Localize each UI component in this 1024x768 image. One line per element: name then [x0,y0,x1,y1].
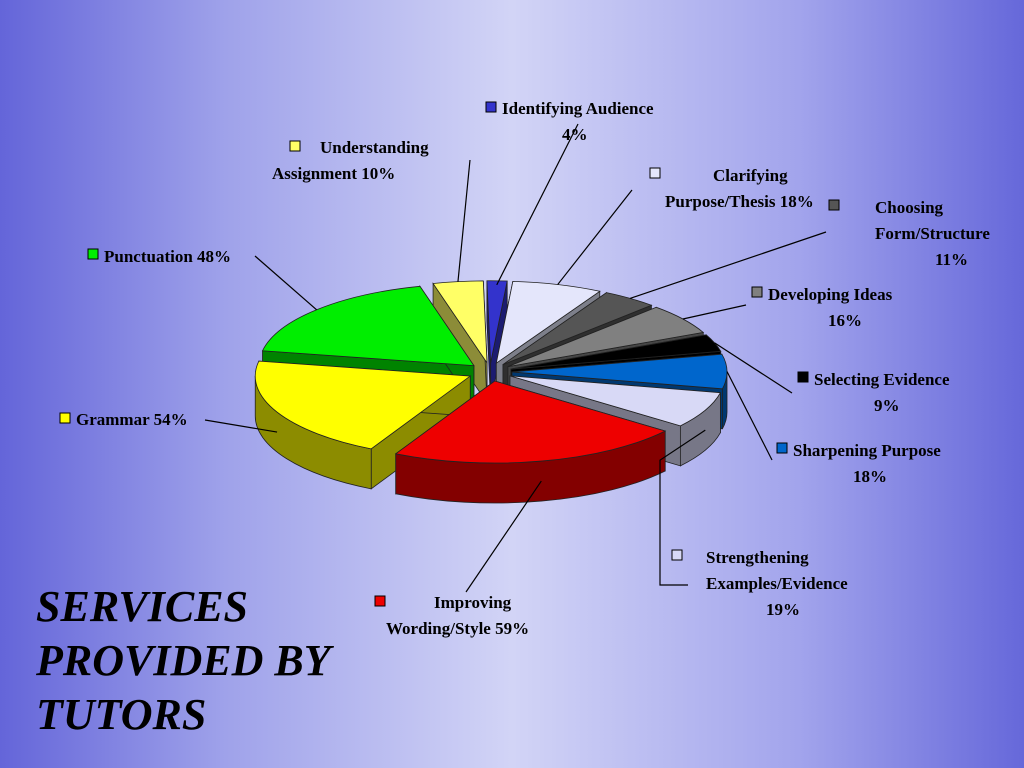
legend-key-understanding-assignment [289,140,301,152]
label-line: Punctuation 48% [104,247,231,266]
legend-key-choosing-form-structure [828,199,840,211]
label-line: 18% [853,467,887,486]
label-line: Sharpening Purpose [793,441,941,460]
slice-label-grammar: Grammar 54% [59,410,278,433]
label-text: Developing Ideas 16% [768,285,893,330]
label-line: 19% [766,600,800,619]
label-text: Punctuation 48% [104,247,231,266]
leader-line [457,159,471,282]
legend-key-strengthening-examples-evidence [671,549,683,561]
label-line: Form/Structure [875,224,990,243]
label-text: Selecting Evidence 9% [814,370,950,415]
label-line: Understanding [320,138,429,157]
legend-key-selecting-evidence [797,371,809,383]
label-line: Clarifying [713,166,788,185]
legend-key-sharpening-purpose [776,442,788,454]
label-line: Selecting Evidence [814,370,950,389]
label-line: Identifying Audience [502,99,654,118]
label-line: 4% [562,125,588,144]
slice-label-sharpening-purpose: Sharpening Purpose 18% [726,371,941,486]
leader-line [204,419,278,433]
label-line: Grammar 54% [76,410,188,429]
legend-key-developing-ideas [751,286,763,298]
label-line: Purpose/Thesis 18% [665,192,814,211]
label-line: Choosing [875,198,944,217]
leader-line [714,342,793,394]
label-line: Strengthening [706,548,809,567]
slice-label-identifying-audience: Identifying Audience 4% [485,99,654,286]
leader-line [726,371,773,461]
leader-line [465,480,542,593]
leader-line [682,304,747,320]
slice-label-selecting-evidence: Selecting Evidence 9% [714,342,950,415]
slide-title: SERVICES PROVIDED BY TUTORS [36,580,331,742]
legend-key-punctuation [87,248,99,260]
label-text: Identifying Audience 4% [502,99,654,144]
legend-key-identifying-audience [485,101,497,113]
pie-slice-improving-wording-style [394,380,667,504]
label-line: Examples/Evidence [706,574,848,593]
label-line: Wording/Style 59% [386,619,529,638]
label-line: Developing Ideas [768,285,893,304]
label-line: 9% [874,396,900,415]
label-line: Improving [434,593,512,612]
leader-line [659,429,706,586]
leader-line [557,189,633,285]
label-text: Sharpening Purpose 18% [793,441,941,486]
slice-label-developing-ideas: Developing Ideas 16% [682,285,893,330]
pie-slice-identifying-audience [486,280,508,403]
legend-key-grammar [59,412,71,424]
legend-key-improving-wording-style [374,595,386,607]
label-line: 11% [935,250,968,269]
label-line: 16% [828,311,862,330]
slice-label-punctuation: Punctuation 48% [87,247,318,311]
label-text: Grammar 54% [76,410,188,429]
label-line: Assignment 10% [272,164,395,183]
leader-line [254,255,318,311]
title-line-2: PROVIDED BY [36,636,331,685]
title-line-1: SERVICES [36,582,249,631]
legend-key-clarifying-purpose-thesis [649,167,661,179]
leader-line [629,231,827,299]
title-line-3: TUTORS [36,690,207,739]
leader-line [496,123,579,286]
